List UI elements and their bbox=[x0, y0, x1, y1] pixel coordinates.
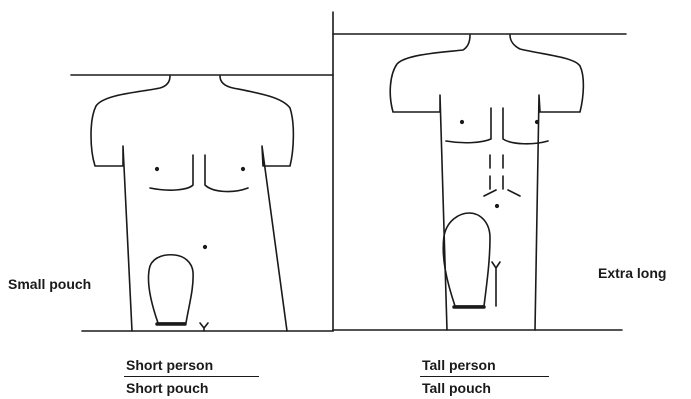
tall-right-nipple bbox=[536, 121, 539, 124]
short-caption-rule bbox=[124, 376, 259, 377]
tall-pouch bbox=[443, 213, 490, 306]
short-navel bbox=[204, 246, 207, 249]
tall-navel bbox=[496, 205, 499, 208]
tall-pouch-caption: Tall pouch bbox=[422, 380, 491, 396]
short-pectoral-line bbox=[150, 155, 248, 192]
tall-pectoral-line bbox=[446, 108, 548, 144]
tall-person-caption: Tall person bbox=[422, 357, 496, 373]
short-left-nipple bbox=[156, 168, 159, 171]
tall-person-torso bbox=[390, 35, 583, 330]
short-pouch-caption: Short pouch bbox=[126, 380, 208, 396]
short-pouch bbox=[148, 255, 193, 323]
tall-abdominal-lines bbox=[484, 155, 520, 196]
short-person-caption: Short person bbox=[126, 357, 213, 373]
small-pouch-label: Small pouch bbox=[8, 276, 91, 292]
tall-left-nipple bbox=[461, 121, 464, 124]
extra-long-label: Extra long bbox=[598, 265, 666, 281]
short-right-nipple bbox=[242, 168, 245, 171]
short-person-torso bbox=[91, 76, 293, 331]
tall-stoma-mark bbox=[492, 262, 500, 306]
tall-caption-rule bbox=[420, 376, 549, 377]
short-stoma-mark bbox=[200, 323, 208, 331]
